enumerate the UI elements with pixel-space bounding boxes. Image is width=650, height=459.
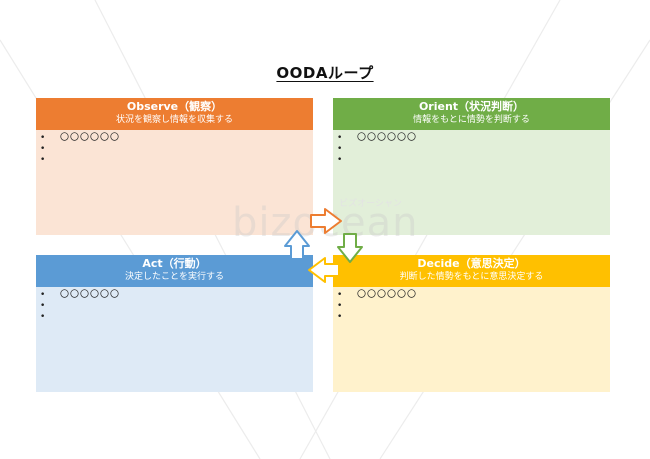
orient-description: 情報をもとに情勢を判断する [413,115,530,125]
act-description: 決定したことを実行する [124,272,224,282]
decide-description: 判断した情勢をもとに意思決定する [399,272,544,282]
orient-body[interactable]: •〇〇〇〇〇〇 • • [333,130,610,235]
arrow-up-icon [284,230,310,260]
list-item: •〇〇〇〇〇〇 [337,290,418,300]
list-item: • [40,301,46,311]
arrow-down-icon [337,233,363,263]
act-body[interactable]: •〇〇〇〇〇〇 • • [36,287,313,392]
act-header: Act（行動） 決定したことを実行する [36,255,313,287]
observe-bullet-list: •〇〇〇〇〇〇 • • [40,133,313,166]
orient-title: Orient（状況判断） [418,100,525,113]
decide-body[interactable]: •〇〇〇〇〇〇 • • [333,287,610,392]
list-item: •〇〇〇〇〇〇 [40,133,121,143]
orient-card: Orient（状況判断） 情報をもとに情勢を判断する •〇〇〇〇〇〇 • • [333,98,610,235]
arrow-left-icon [308,257,340,283]
observe-description: 状況を観察し情報を収集する [115,115,233,125]
observe-title: Observe（観察） [126,100,223,113]
orient-bullet-list: •〇〇〇〇〇〇 • • [337,133,610,166]
list-item: • [337,155,343,165]
act-card: Act（行動） 決定したことを実行する •〇〇〇〇〇〇 • • [36,255,313,392]
observe-body[interactable]: •〇〇〇〇〇〇 • • [36,130,313,235]
observe-header: Observe（観察） 状況を観察し情報を収集する [36,98,313,130]
list-item: •〇〇〇〇〇〇 [40,290,121,300]
orient-header: Orient（状況判断） 情報をもとに情勢を判断する [333,98,610,130]
list-item: • [337,301,343,311]
decide-header: Decide（意思決定） 判断した情勢をもとに意思決定する [333,255,610,287]
page-title: OODAループ [276,64,374,82]
list-item: • [40,144,46,154]
list-item: • [337,144,343,154]
list-item: • [40,312,46,322]
list-item: • [40,155,46,165]
act-bullet-list: •〇〇〇〇〇〇 • • [40,290,313,323]
decide-title: Decide（意思決定） [417,257,526,270]
list-item: •〇〇〇〇〇〇 [337,133,418,143]
arrow-right-icon [310,208,342,234]
act-title: Act（行動） [142,257,207,270]
decide-card: Decide（意思決定） 判断した情勢をもとに意思決定する •〇〇〇〇〇〇 • … [333,255,610,392]
decide-bullet-list: •〇〇〇〇〇〇 • • [337,290,610,323]
list-item: • [337,312,343,322]
observe-card: Observe（観察） 状況を観察し情報を収集する •〇〇〇〇〇〇 • • [36,98,313,235]
